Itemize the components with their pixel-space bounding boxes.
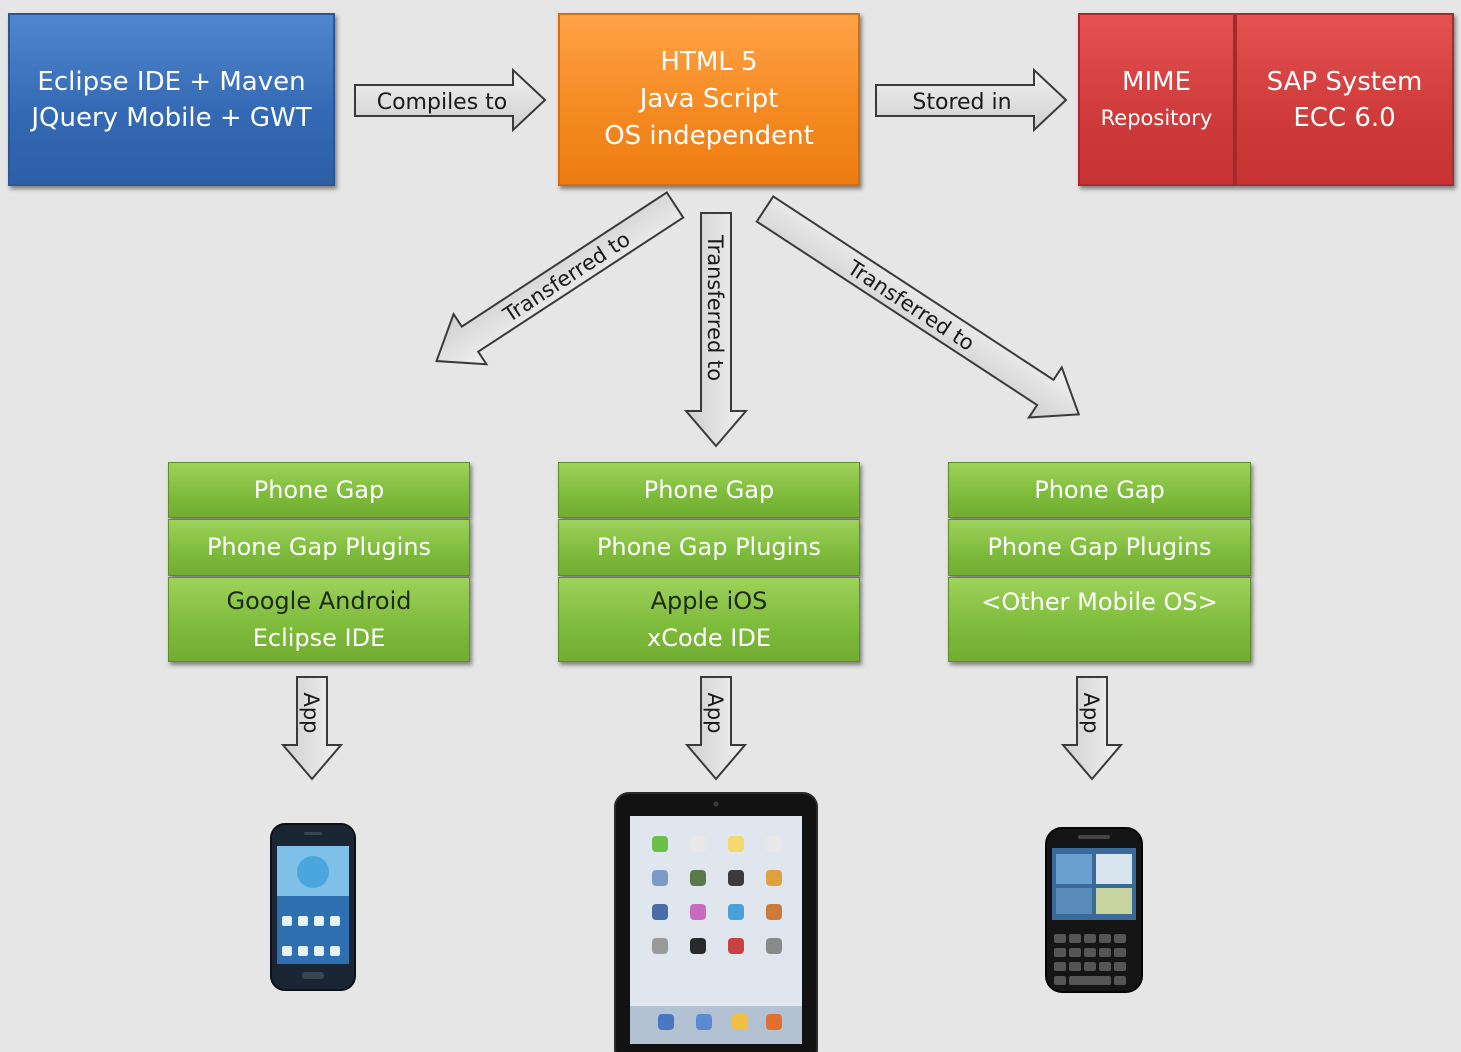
html5-box: HTML 5 Java Script OS independent [558, 13, 860, 186]
sap-line2: ECC 6.0 [1293, 102, 1396, 133]
app-right-arrow: App [1060, 676, 1124, 781]
app-left-arrow: App [280, 676, 344, 781]
stack-ios-layer-os: Apple iOS xCode IDE [558, 577, 860, 662]
sap-line1: SAP System [1266, 66, 1423, 97]
transfer-mid-arrow: Transferred to [683, 212, 749, 448]
stack-android-os-line2: Eclipse IDE [252, 623, 386, 652]
transfer-left-label: Transferred to [498, 227, 634, 328]
stack-ios-os-line1: Apple iOS [650, 586, 768, 615]
stack-other-layer-plugins: Phone Gap Plugins [948, 519, 1251, 576]
stack-android-layer-plugins: Phone Gap Plugins [168, 519, 470, 576]
app-left-label: App [299, 692, 323, 733]
ipad-tablet-icon [614, 792, 818, 1052]
source-tools-box: Eclipse IDE + Maven JQuery Mobile + GWT [8, 13, 335, 186]
stack-other-layer-phonegap: Phone Gap [948, 462, 1251, 518]
stack-ios-layer-phonegap: Phone Gap [558, 462, 860, 518]
app-mid-label: App [703, 692, 727, 733]
stack-other-layer2-text: Phone Gap Plugins [987, 533, 1212, 561]
stack-ios-layer1-text: Phone Gap [643, 475, 775, 504]
compiles-to-label: Compiles to [377, 90, 508, 115]
stack-android-layer1-text: Phone Gap [253, 475, 385, 504]
transfer-right-arrow: Transferred to [755, 195, 1081, 419]
stack-android-layer-os: Google Android Eclipse IDE [168, 577, 470, 662]
transfer-left-arrow: Transferred to [435, 191, 685, 366]
mime-repository-box: MIME Repository [1078, 13, 1235, 186]
app-right-label: App [1079, 692, 1103, 733]
transfer-right-label: Transferred to [842, 255, 978, 356]
html5-line1: HTML 5 [660, 47, 758, 77]
stack-android-layer-phonegap: Phone Gap [168, 462, 470, 518]
transfer-mid-label: Transferred to [703, 234, 727, 381]
stored-in-label: Stored in [912, 90, 1011, 115]
source-tools-line1: Eclipse IDE + Maven [37, 66, 306, 97]
stack-other-os-line1: <Other Mobile OS> [981, 588, 1218, 616]
stack-android-os-line1: Google Android [226, 586, 412, 615]
stack-other-layer-os: <Other Mobile OS> [948, 577, 1251, 662]
mime-line1: MIME [1122, 66, 1191, 97]
stack-ios-layer2-text: Phone Gap Plugins [596, 533, 822, 561]
android-phone-icon [270, 823, 356, 991]
stack-other-layer1-text: Phone Gap [1034, 475, 1165, 504]
mime-line2: Repository [1100, 105, 1213, 130]
stack-ios-os-line2: xCode IDE [647, 623, 771, 652]
stored-in-arrow: Stored in [875, 67, 1068, 133]
source-tools-line2: JQuery Mobile + GWT [31, 102, 312, 133]
compiles-to-arrow: Compiles to [354, 67, 547, 133]
stack-ios-layer-plugins: Phone Gap Plugins [558, 519, 860, 576]
blackberry-phone-icon [1045, 827, 1143, 993]
stack-android-layer2-text: Phone Gap Plugins [206, 533, 432, 561]
html5-line2: Java Script [639, 84, 779, 114]
app-mid-arrow: App [684, 676, 748, 781]
html5-line3: OS independent [604, 121, 814, 151]
sap-system-box: SAP System ECC 6.0 [1235, 13, 1454, 186]
